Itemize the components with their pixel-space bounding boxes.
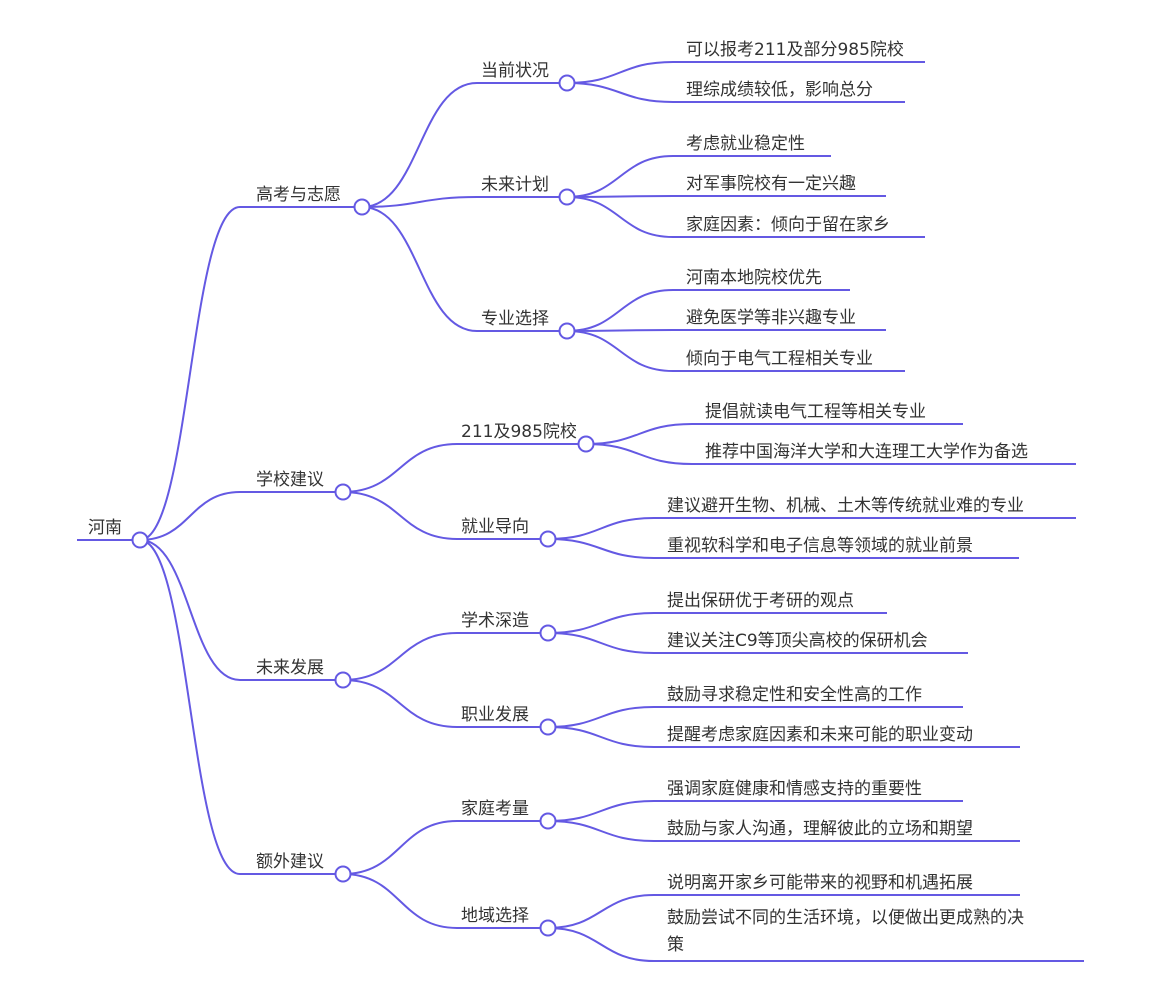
edge-child-2-1-leaf-1 bbox=[547, 726, 655, 748]
child-label-0-0: 当前状况 bbox=[481, 61, 549, 81]
edge-child-0-1-leaf-2 bbox=[566, 196, 674, 238]
leaf-label-0-1-2: 家庭因素：倾向于留在家乡 bbox=[686, 215, 890, 235]
underlines bbox=[77, 61, 1084, 962]
leaf-label-0-1-0: 考虑就业稳定性 bbox=[686, 134, 805, 154]
edge-branch-0-child-1 bbox=[361, 196, 478, 208]
root-collapse-dot[interactable] bbox=[131, 531, 149, 549]
branch-label-0: 高考与志愿 bbox=[256, 185, 341, 205]
branch-label-2: 未来发展 bbox=[256, 658, 324, 678]
labels: 河南 高考与志愿 当前状况 可以报考211及部分985院校理综成绩较低，影响总分未来计… bbox=[88, 40, 1028, 955]
leaf-label-3-1-1: 鼓励尝试不同的生活环境，以便做出更成熟的决策 bbox=[667, 907, 1024, 955]
edge-child-3-1-leaf-0 bbox=[547, 894, 655, 929]
edge-root-branch-3 bbox=[139, 539, 241, 875]
child-collapse-dot-0-1[interactable] bbox=[558, 188, 576, 206]
edges bbox=[139, 61, 693, 962]
edge-child-0-0-leaf-0 bbox=[566, 61, 674, 84]
leaf-label-0-2-0: 河南本地院校优先 bbox=[686, 268, 822, 288]
nodes bbox=[131, 74, 595, 937]
edge-root-branch-1 bbox=[139, 491, 241, 541]
edge-child-3-1-leaf-1 bbox=[547, 927, 655, 962]
branch-label-3: 额外建议 bbox=[256, 852, 324, 872]
child-collapse-dot-2-1[interactable] bbox=[539, 718, 557, 736]
edge-child-0-2-leaf-1 bbox=[566, 329, 674, 332]
child-label-2-0: 学术深造 bbox=[461, 611, 529, 631]
leaf-label-1-0-0: 提倡就读电气工程等相关专业 bbox=[705, 402, 926, 422]
child-collapse-dot-1-0[interactable] bbox=[577, 435, 595, 453]
edge-child-0-1-leaf-0 bbox=[566, 155, 674, 198]
edge-child-0-1-leaf-1 bbox=[566, 195, 674, 198]
child-collapse-dot-1-1[interactable] bbox=[539, 530, 557, 548]
leaf-label-0-2-2: 倾向于电气工程相关专业 bbox=[686, 349, 873, 369]
edge-branch-1-child-1 bbox=[342, 491, 458, 540]
edge-child-2-0-leaf-0 bbox=[547, 612, 655, 634]
leaf-label-1-0-1: 推荐中国海洋大学和大连理工大学作为备选 bbox=[705, 442, 1028, 462]
child-label-1-1: 就业导向 bbox=[461, 517, 529, 537]
child-collapse-dot-0-2[interactable] bbox=[558, 322, 576, 340]
leaf-label-1-1-1: 重视软科学和电子信息等领域的就业前景 bbox=[667, 536, 973, 556]
edge-branch-1-child-0 bbox=[342, 443, 458, 493]
child-label-1-0: 211及985院校 bbox=[461, 422, 577, 442]
edge-child-3-0-leaf-0 bbox=[547, 800, 655, 822]
edge-child-1-1-leaf-1 bbox=[547, 538, 655, 559]
branch-collapse-dot-3[interactable] bbox=[334, 865, 352, 883]
child-collapse-dot-3-0[interactable] bbox=[539, 812, 557, 830]
root-node-label: 河南 bbox=[88, 518, 122, 538]
child-collapse-dot-2-0[interactable] bbox=[539, 624, 557, 642]
edge-branch-2-child-0 bbox=[342, 632, 458, 681]
leaf-label-0-0-0: 可以报考211及部分985院校 bbox=[686, 40, 904, 60]
edge-root-branch-0 bbox=[139, 206, 241, 541]
edge-child-3-0-leaf-1 bbox=[547, 820, 655, 842]
leaf-label-3-0-0: 强调家庭健康和情感支持的重要性 bbox=[667, 779, 922, 799]
leaf-label-0-0-1: 理综成绩较低，影响总分 bbox=[686, 80, 873, 100]
leaf-label-3-1-0: 说明离开家乡可能带来的视野和机遇拓展 bbox=[667, 873, 973, 893]
branch-collapse-dot-1[interactable] bbox=[334, 483, 352, 501]
edge-root-branch-2 bbox=[139, 539, 241, 681]
child-label-3-1: 地域选择 bbox=[461, 906, 529, 926]
child-label-0-1: 未来计划 bbox=[481, 175, 549, 195]
edge-branch-0-child-2 bbox=[361, 206, 478, 332]
edge-child-0-2-leaf-0 bbox=[566, 289, 674, 332]
leaf-label-2-0-0: 提出保研优于考研的观点 bbox=[667, 591, 854, 611]
child-label-3-0: 家庭考量 bbox=[461, 799, 529, 819]
leaf-label-1-1-0: 建议避开生物、机械、土木等传统就业难的专业 bbox=[667, 496, 1024, 516]
edge-child-2-0-leaf-1 bbox=[547, 632, 655, 654]
leaf-label-0-1-1: 对军事院校有一定兴趣 bbox=[686, 174, 856, 194]
branch-label-1: 学校建议 bbox=[256, 470, 324, 490]
edge-branch-2-child-1 bbox=[342, 679, 458, 728]
child-collapse-dot-3-1[interactable] bbox=[539, 919, 557, 937]
leaf-label-2-1-0: 鼓励寻求稳定性和安全性高的工作 bbox=[667, 685, 922, 705]
branch-collapse-dot-0[interactable] bbox=[353, 198, 371, 216]
branch-collapse-dot-2[interactable] bbox=[334, 671, 352, 689]
child-label-2-1: 职业发展 bbox=[461, 705, 529, 725]
leaf-label-0-2-1: 避免医学等非兴趣专业 bbox=[686, 308, 856, 328]
edge-child-1-0-leaf-1 bbox=[585, 443, 693, 465]
child-label-0-2: 专业选择 bbox=[481, 309, 549, 329]
edge-child-0-2-leaf-2 bbox=[566, 330, 674, 372]
edge-child-1-1-leaf-0 bbox=[547, 517, 655, 540]
edge-branch-3-child-0 bbox=[342, 820, 458, 875]
edge-child-1-0-leaf-0 bbox=[585, 423, 693, 445]
edge-child-0-0-leaf-1 bbox=[566, 82, 674, 103]
edge-child-2-1-leaf-0 bbox=[547, 706, 655, 728]
leaf-label-3-0-1: 鼓励与家人沟通，理解彼此的立场和期望 bbox=[667, 819, 973, 839]
leaf-label-2-1-1: 提醒考虑家庭因素和未来可能的职业变动 bbox=[667, 725, 973, 745]
leaf-label-2-0-1: 建议关注C9等顶尖高校的保研机会 bbox=[667, 631, 928, 651]
child-collapse-dot-0-0[interactable] bbox=[558, 74, 576, 92]
edge-branch-3-child-1 bbox=[342, 873, 458, 929]
edge-branch-0-child-0 bbox=[361, 82, 478, 208]
